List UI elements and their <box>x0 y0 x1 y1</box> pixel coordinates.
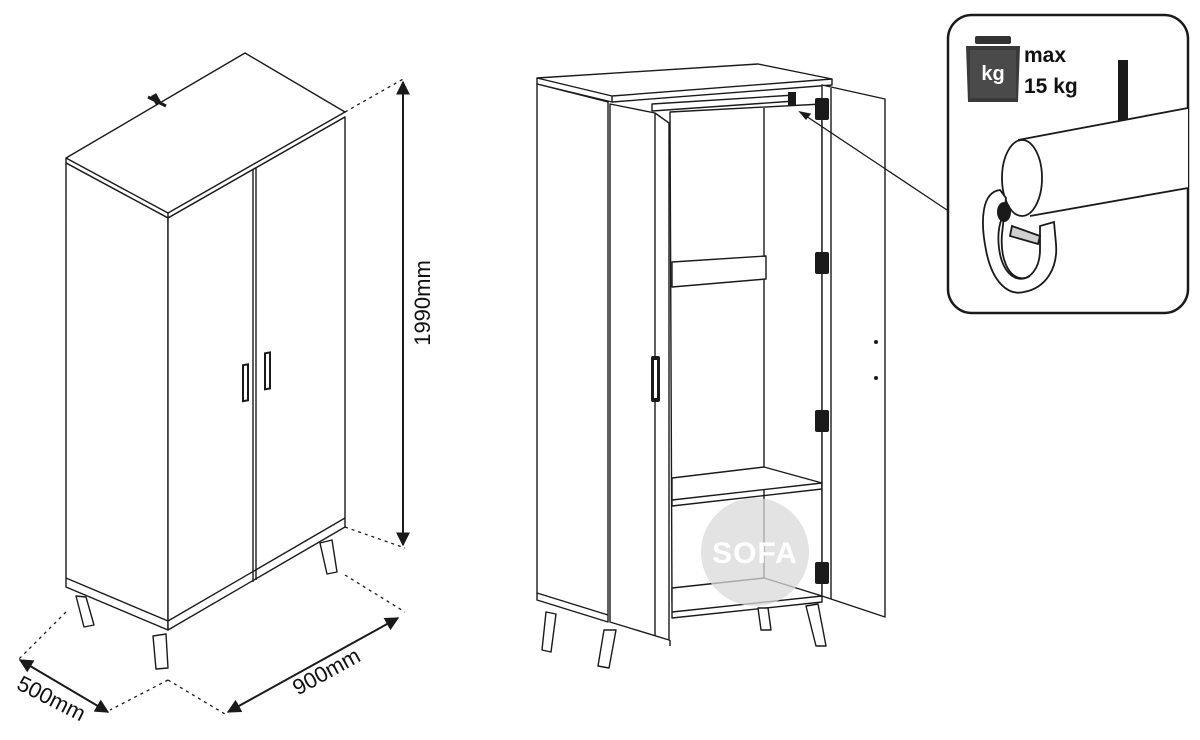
open-leg-4 <box>805 603 827 647</box>
max-label: max <box>1024 44 1066 67</box>
rail-bracket-closeup <box>982 189 1058 294</box>
open-wardrobe-side <box>536 83 609 623</box>
open-leg-3 <box>757 607 772 631</box>
width-dimension-arrow <box>226 617 400 713</box>
rail-bracket <box>788 92 796 106</box>
leg-front-right <box>319 539 338 575</box>
open-wardrobe-top <box>536 63 833 97</box>
height-label: 1990mm <box>410 260 435 346</box>
open-leg-2 <box>597 629 617 669</box>
leg-front-left <box>152 633 169 670</box>
open-wardrobe <box>536 63 886 669</box>
open-leg-1 <box>541 611 557 653</box>
top-bracket-icon <box>147 93 167 108</box>
weight-icon: kg <box>966 36 1020 102</box>
left-open-door <box>609 103 670 641</box>
sofa-watermark: SOFA <box>701 498 809 606</box>
closed-wardrobe <box>65 52 346 670</box>
depth-dimension-arrow <box>18 659 110 713</box>
wardrobe-side-panel <box>65 162 169 631</box>
width-label: 900mm <box>288 643 364 700</box>
door-hinges <box>815 98 829 584</box>
watermark-text: SOFA <box>712 537 798 570</box>
load-callout: kg max 15 kg <box>946 13 1190 315</box>
dimension-lines <box>17 77 410 715</box>
weight-badge-text: kg <box>981 63 1004 85</box>
max-load-value: 15 kg <box>1024 75 1078 98</box>
rail-closeup <box>1001 107 1189 217</box>
leg-back-left <box>75 595 95 628</box>
callout-leader <box>798 110 948 211</box>
